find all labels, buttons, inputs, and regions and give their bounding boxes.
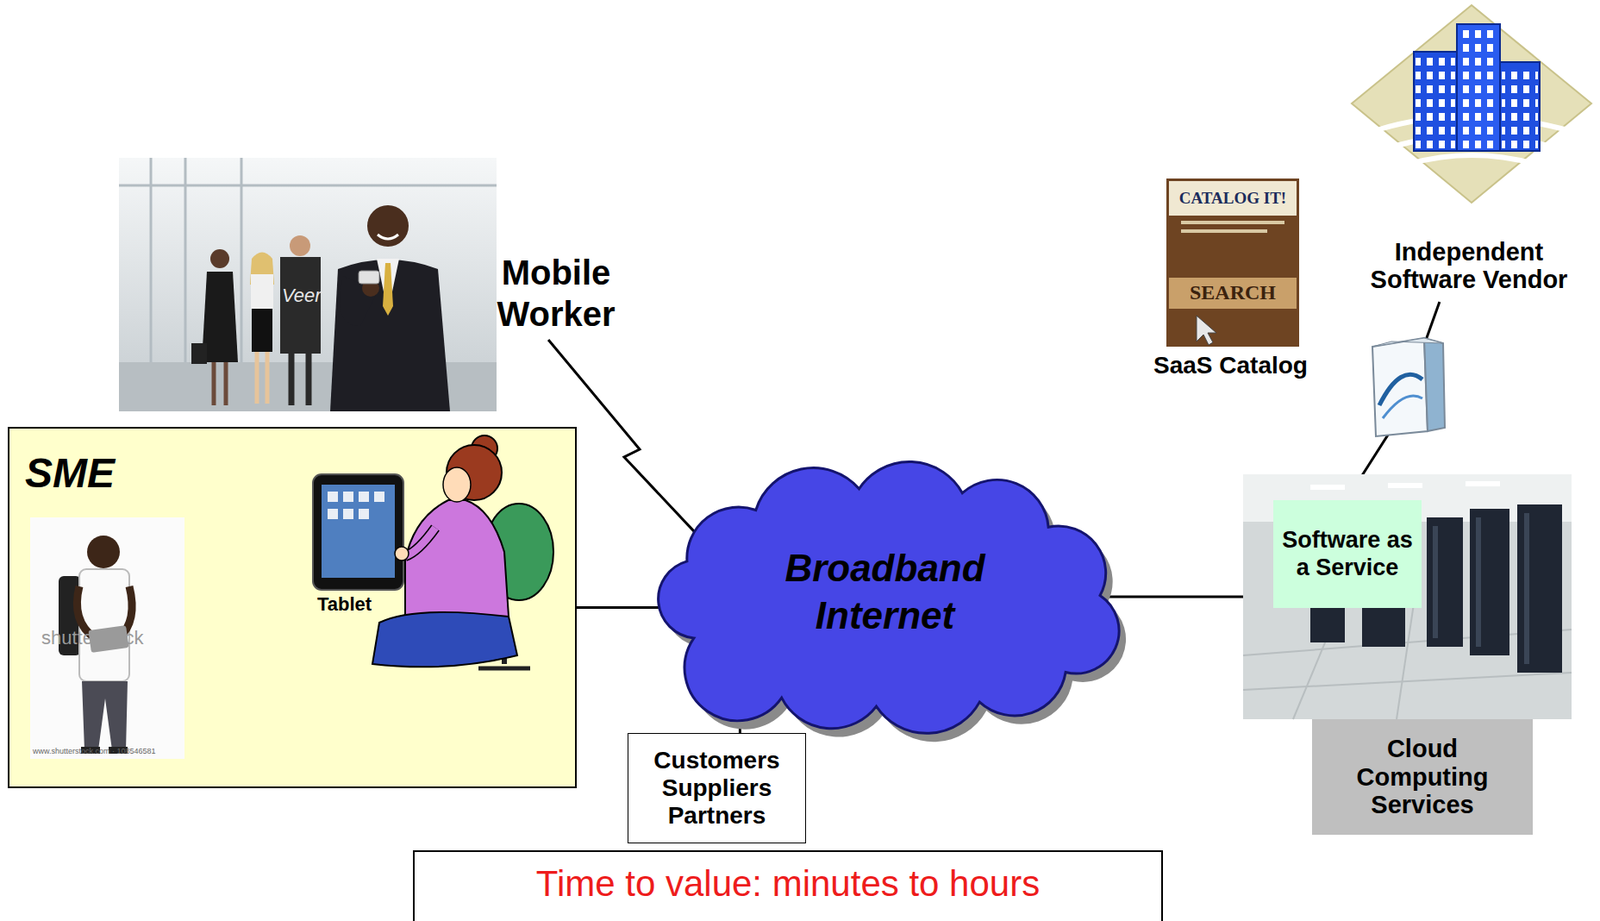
note-text: Time to value: minutes to hours [414, 862, 1162, 906]
saas-box: Software as a Service [1273, 500, 1422, 608]
student-photo [30, 517, 185, 759]
datacenter-photo [1243, 474, 1572, 719]
catalog-book-icon [1166, 178, 1300, 347]
node-title: Mobile Worker [479, 251, 633, 335]
internet-cloud: Broadband Internet [652, 467, 1118, 715]
node-title: Independent Software Vendor [1346, 237, 1592, 294]
value-box: Time to value: minutes to hours [412, 850, 1163, 921]
role-label: Mobile Worker [479, 248, 633, 338]
connector-line [1091, 595, 1244, 599]
vendor-building-icon [1351, 5, 1592, 203]
software-package-icon [1372, 337, 1445, 437]
services-label-box: Cloud Computing Services [1312, 718, 1533, 835]
cloud-services: Cloud Computing Services Software as a Se… [1243, 474, 1572, 835]
icon-label: SaaS Catalog [1153, 351, 1308, 380]
book-cover-word: SEARCH [1168, 281, 1297, 305]
book-title: CATALOG IT! [1168, 188, 1297, 208]
cloud-shape [652, 467, 1118, 715]
watermark: Veer [281, 284, 322, 307]
mobile-worker-photo [118, 157, 497, 412]
box-text: Software as a Service [1281, 526, 1415, 581]
box-text: Cloud Computing Services [1340, 734, 1505, 819]
tablet-user-clipart [312, 435, 554, 669]
region-title: SME [25, 450, 115, 497]
enterprise-region: SME [7, 426, 577, 788]
vendor-label: Independent Software Vendor [1346, 231, 1592, 300]
box-text: Customers Suppliers Partners [628, 746, 806, 830]
cloud-title: Broadband Internet [743, 543, 1028, 639]
stakeholder-box: Customers Suppliers Partners [627, 732, 807, 844]
